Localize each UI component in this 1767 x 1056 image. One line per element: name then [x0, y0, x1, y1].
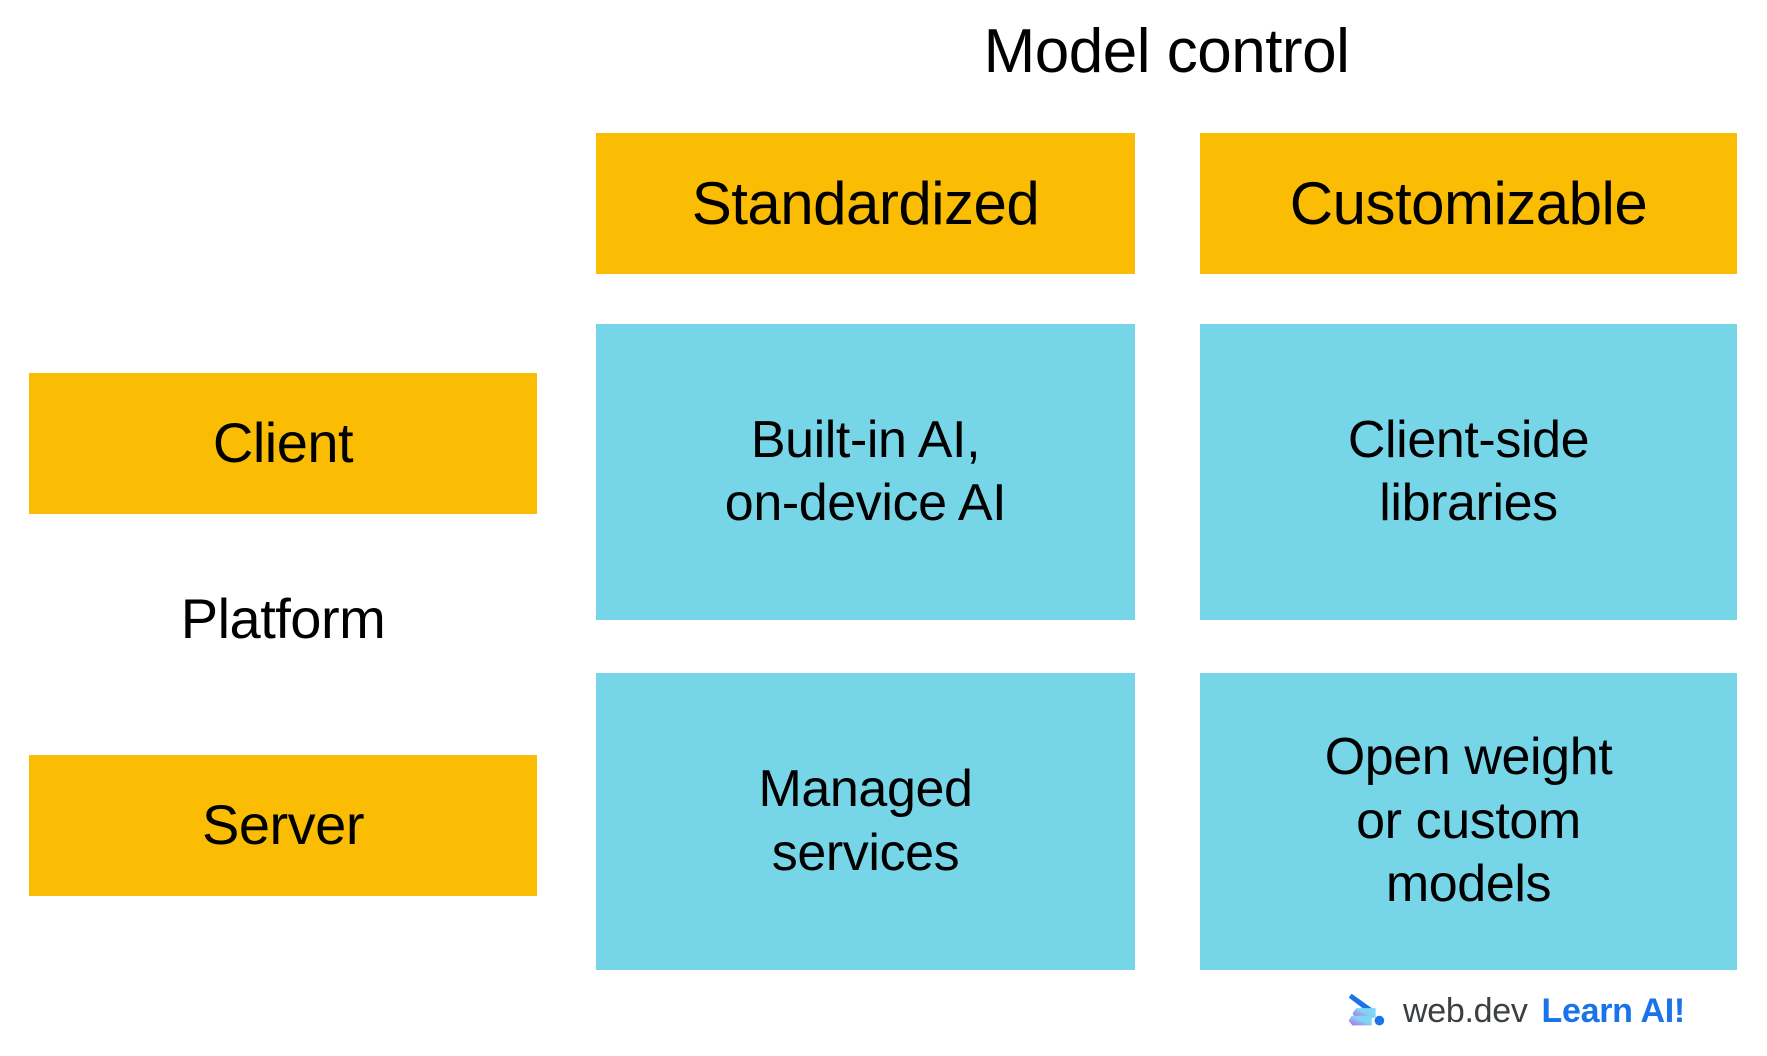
cell-line: Open weight — [1324, 728, 1613, 787]
footer-branding: web.dev Learn AI! — [1343, 985, 1685, 1037]
cell-client-standardized-text: Built-in AI, on-device AI — [724, 409, 1007, 536]
cell-client-customizable-text: Client-side libraries — [1347, 409, 1590, 536]
row-label-client-text: Client — [212, 411, 354, 475]
cell-line: Built-in AI, — [750, 410, 981, 469]
cell-server-customizable: Open weight or custom models — [1200, 673, 1737, 970]
cell-server-standardized: Managed services — [596, 673, 1135, 970]
row-axis-label-platform: Platform — [180, 587, 386, 650]
column-header-standardized-label: Standardized — [691, 170, 1040, 237]
cell-line: on-device AI — [724, 474, 1007, 532]
row-label-client: Client — [29, 373, 537, 514]
cell-line: services — [771, 823, 960, 882]
row-label-server: Server — [29, 755, 537, 896]
column-header-customizable: Customizable — [1200, 133, 1737, 274]
cell-client-standardized: Built-in AI, on-device AI — [596, 324, 1135, 620]
page-title: Model control — [983, 17, 1350, 86]
column-header-customizable-label: Customizable — [1289, 170, 1648, 237]
cell-client-customizable: Client-side libraries — [1200, 324, 1737, 620]
webdev-chevron-icon — [1343, 988, 1389, 1034]
row-label-server-text: Server — [202, 793, 364, 857]
cell-line: models — [1385, 855, 1552, 914]
brand-name: web.dev — [1403, 992, 1528, 1030]
cell-server-standardized-text: Managed services — [758, 758, 972, 885]
cell-line: libraries — [1379, 474, 1558, 532]
column-header-standardized: Standardized — [596, 133, 1135, 274]
cell-line: or custom — [1356, 791, 1581, 850]
cell-line: Client-side — [1347, 410, 1590, 469]
brand-tagline: Learn AI! — [1541, 992, 1686, 1030]
cell-line: Managed — [758, 760, 973, 819]
cell-server-customizable-text: Open weight or custom models — [1325, 726, 1613, 916]
